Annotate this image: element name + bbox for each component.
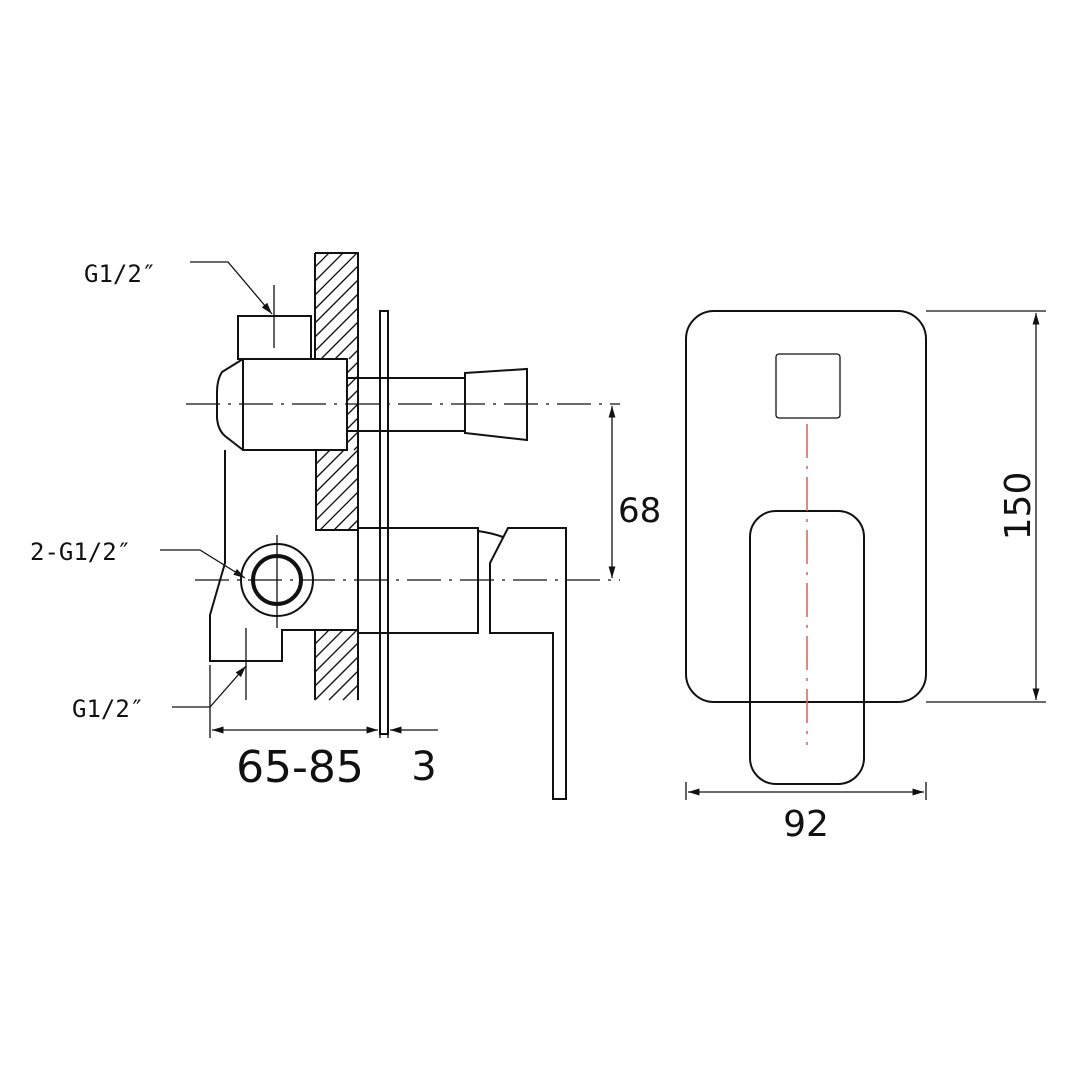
diverter-knob-front [775,353,841,419]
hatch-line [346,389,359,402]
leader-bottom-inlet [172,665,247,708]
label-bottom-inlet: G1/2″ [72,695,144,723]
lower-body-outline [209,450,358,662]
hatch-line [319,491,359,531]
wall-outline [314,252,359,700]
dim-wall-depth: 65-85 [236,742,364,793]
hatch-line [315,449,331,465]
dim-height: 150 [998,472,1039,541]
dim-plate-thickness: 3 [411,744,436,790]
hatch-line [314,629,344,659]
hatch-line [315,449,345,479]
hatch-line [315,477,359,521]
lever-handle [489,527,567,800]
hatch-line [348,349,359,360]
hatch-line [346,361,359,374]
label-top-inlet: G1/2″ [84,260,156,288]
label-outlets: 2-G1/2″ [30,538,131,566]
hatch-line [314,279,359,324]
dim-width: 92 [783,804,829,845]
leader-top-inlet [190,261,273,315]
hatch-line [315,449,359,493]
hatch-line [314,293,359,338]
hatch-line [314,656,359,701]
hatch-line [346,431,359,444]
hatch-line [314,629,358,673]
hatch-line [314,629,330,645]
wall-hatching [314,252,359,701]
hatch-line [333,505,359,531]
hatch-line [334,335,359,360]
hatch-line [314,265,359,310]
hatch-line [314,642,359,687]
upper-body-cap [216,358,244,451]
hatch-line [315,463,359,507]
hatch-line [314,307,359,352]
hatch-line [314,252,358,296]
hatch-line [346,403,359,416]
side-view: G1/2″ 2-G1/2″ G1/2″ 68 65-85 3 [30,252,661,800]
cover-plate-front [685,310,927,703]
leader-outlets [160,549,246,579]
diverter-knob [464,367,528,442]
hatch-line [314,252,344,282]
front-view: 150 92 [685,310,1046,845]
cover-plate [379,310,389,735]
hatch-line [320,321,359,360]
hatch-line [346,417,359,430]
hatch-line [347,519,359,531]
hatch-line [342,684,359,701]
dim-centre-distance: 68 [618,491,661,531]
hatch-line [314,252,330,268]
hatch-line [328,670,359,701]
